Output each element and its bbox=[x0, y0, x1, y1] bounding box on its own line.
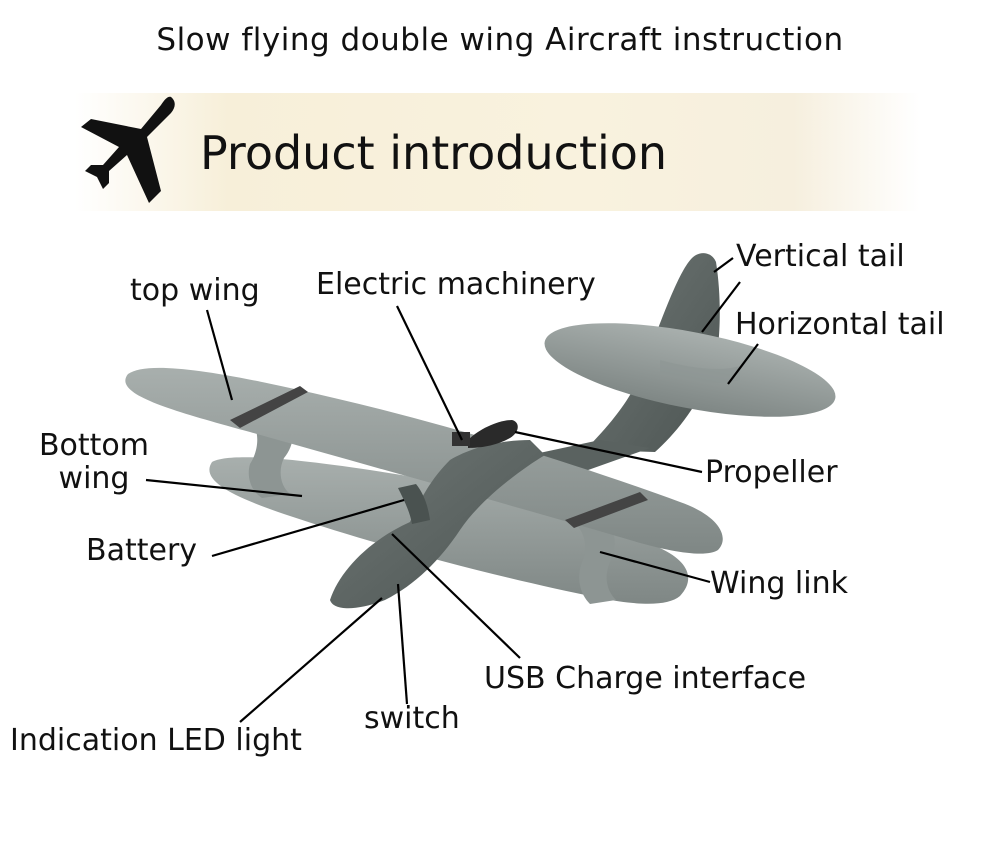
label-switch: switch bbox=[364, 701, 460, 736]
section-title: Product introduction bbox=[200, 126, 668, 180]
propeller-shape bbox=[468, 420, 518, 448]
leader-switch bbox=[396, 583, 409, 705]
leader-battery bbox=[211, 498, 405, 558]
label-horizontal-tail: Horizontal tail bbox=[735, 307, 945, 342]
leader-electric-machinery bbox=[396, 305, 463, 441]
leader-bottom-wing bbox=[145, 478, 303, 498]
leader-vertical-tail-2 bbox=[701, 281, 741, 333]
wing-link-right bbox=[572, 520, 616, 604]
airplane-icon bbox=[81, 96, 175, 203]
label-indication-led-light: Indication LED light bbox=[10, 723, 302, 758]
label-usb-charge-interface: USB Charge interface bbox=[484, 661, 807, 696]
label-bottom-wing: Bottom wing bbox=[38, 428, 150, 496]
leader-wing-link bbox=[599, 550, 711, 584]
page-title: Slow flying double wing Aircraft instruc… bbox=[156, 22, 844, 58]
top-wing-shape bbox=[125, 367, 723, 554]
label-propeller: Propeller bbox=[705, 455, 838, 490]
leader-horizontal-tail bbox=[727, 343, 759, 385]
label-electric-machinery: Electric machinery bbox=[316, 267, 596, 302]
leader-propeller bbox=[514, 430, 703, 474]
leader-vertical-tail bbox=[713, 257, 734, 273]
leader-indication-led bbox=[239, 597, 383, 723]
fuselage-shape bbox=[330, 440, 545, 609]
label-wing-link: Wing link bbox=[710, 566, 848, 601]
label-battery: Battery bbox=[86, 533, 198, 568]
label-top-wing: top wing bbox=[130, 273, 260, 308]
leader-top-wing bbox=[205, 309, 234, 401]
label-vertical-tail: Vertical tail bbox=[736, 239, 905, 274]
leader-usb-charge bbox=[391, 533, 521, 659]
section-banner bbox=[75, 93, 920, 211]
